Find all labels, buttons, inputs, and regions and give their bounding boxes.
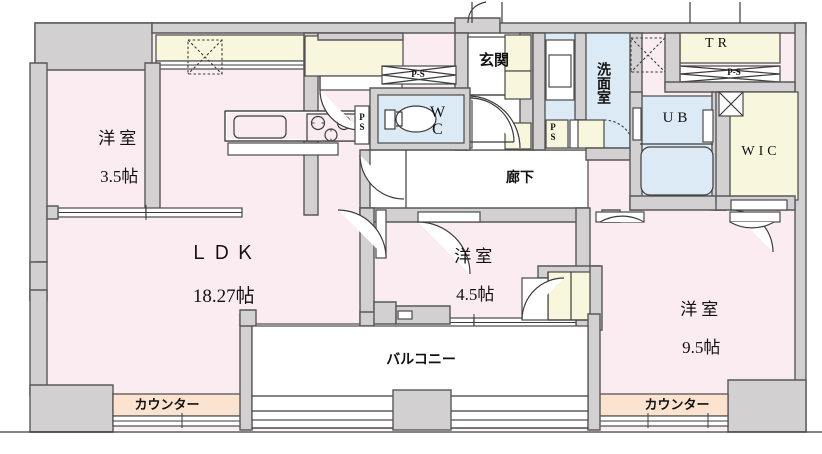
balcony-partition	[392, 389, 452, 431]
sink-basin	[233, 115, 287, 139]
pillar-mark-1	[187, 39, 223, 75]
mirror-cabinet	[548, 54, 572, 88]
ub-structure	[629, 91, 727, 211]
kitchen-cabinet	[227, 142, 339, 156]
shoe-box-lower	[504, 70, 532, 100]
senmen-structure	[532, 32, 666, 161]
wic-structure	[715, 91, 799, 253]
mid-closet-structure	[521, 265, 603, 331]
room-95-structure	[595, 209, 781, 428]
ps-slider-1	[381, 65, 457, 85]
exterior-walls	[29, 17, 807, 433]
toilet-bowl	[395, 105, 437, 133]
counter-right-strip	[595, 393, 729, 417]
upper-closet-structure	[304, 32, 457, 131]
corridor-area	[367, 149, 589, 215]
ps-box	[545, 119, 569, 149]
ps-shaft-kitchen	[354, 105, 370, 145]
counter-left-strip	[112, 393, 252, 417]
tr-structure	[664, 2, 796, 93]
closet-35	[155, 34, 305, 62]
wc-structure	[354, 87, 515, 215]
shower-panel	[702, 109, 714, 143]
bathtub-basin	[640, 146, 714, 196]
tr-box	[679, 32, 781, 64]
toilet-tank	[384, 109, 396, 130]
balcony-structure	[239, 301, 601, 431]
storage-box	[575, 119, 605, 149]
shoe-box-upper	[504, 34, 532, 72]
ps-slider-2	[679, 65, 781, 83]
pillar-mark-2	[630, 37, 666, 73]
